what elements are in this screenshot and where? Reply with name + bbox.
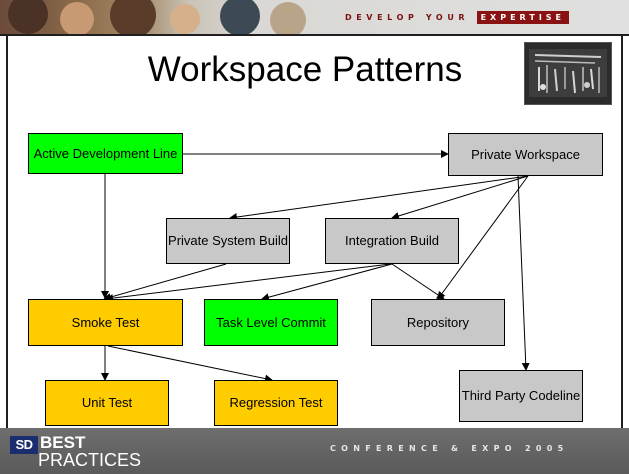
arrow-workspace-to-private-system-build — [229, 175, 529, 221]
node-third-party-codeline-label: Third Party Codeline — [461, 388, 581, 403]
header-photo-shape — [60, 2, 94, 34]
node-third-party-codeline: Third Party Codeline — [459, 370, 583, 422]
node-active-development-line: Active Development Line — [28, 133, 183, 174]
node-integration-build-label: Integration Build — [345, 233, 439, 248]
node-private-workspace: Private Workspace — [448, 133, 603, 176]
node-regression-test-label: Regression Test — [229, 395, 323, 410]
node-private-system-build-label: Private System Build — [168, 233, 288, 248]
node-integration-build: Integration Build — [325, 218, 459, 264]
logo-practices: PRACTICES — [38, 450, 142, 470]
arrow-integration-to-smoke — [105, 263, 391, 303]
header-rule — [0, 34, 629, 36]
header-tagline-a: DEVELOP YOUR — [345, 13, 470, 22]
header-banner: DEVELOP YOUR EXPERTISE — [0, 0, 629, 34]
slide-title: Workspace Patterns — [147, 50, 463, 89]
header-tagline-b: EXPERTISE — [476, 11, 570, 24]
node-task-level-commit: Task Level Commit — [204, 299, 338, 346]
arrow-workspace-to-third-party — [517, 175, 530, 371]
node-repository: Repository — [371, 299, 505, 346]
header-photo-shape — [110, 0, 156, 34]
logo-sd: SD — [10, 436, 38, 454]
logo-best: BEST — [40, 433, 86, 452]
header-photo-shape — [270, 2, 306, 34]
arrow-private-system-to-smoke — [103, 263, 227, 301]
header-tagline: DEVELOP YOUR EXPERTISE — [345, 8, 623, 28]
node-active-development-line-label: Active Development Line — [33, 145, 178, 161]
node-unit-test-label: Unit Test — [81, 395, 133, 410]
tools-photo-svg — [525, 43, 611, 104]
arrow-workspace-to-integration-build — [391, 175, 529, 220]
left-border — [6, 36, 8, 428]
node-unit-test: Unit Test — [45, 380, 169, 426]
node-private-workspace-label: Private Workspace — [471, 146, 580, 162]
node-private-system-build: Private System Build — [166, 218, 290, 264]
node-smoke-test-label: Smoke Test — [71, 314, 140, 330]
node-regression-test: Regression Test — [214, 380, 338, 426]
header-photo-shape — [8, 0, 48, 34]
footer-tagline: CONFERENCE & EXPO 2005 — [330, 444, 569, 453]
arrow-integration-to-task-commit — [261, 263, 393, 302]
node-task-level-commit-label: Task Level Commit — [216, 314, 326, 330]
footer-banner: SD BEST PRACTICES CONFERENCE & EXPO 2005 — [0, 428, 629, 474]
header-photo-shape — [170, 4, 200, 34]
tools-photo-image — [524, 42, 612, 105]
arrow-workspace-to-repository — [437, 175, 529, 300]
node-repository-label: Repository — [406, 314, 470, 330]
arrow-integration-to-repository — [391, 263, 445, 300]
arrow-smoke-to-regression — [107, 345, 273, 383]
node-smoke-test: Smoke Test — [28, 299, 183, 346]
header-photo-shape — [220, 0, 260, 34]
right-border — [621, 36, 623, 428]
